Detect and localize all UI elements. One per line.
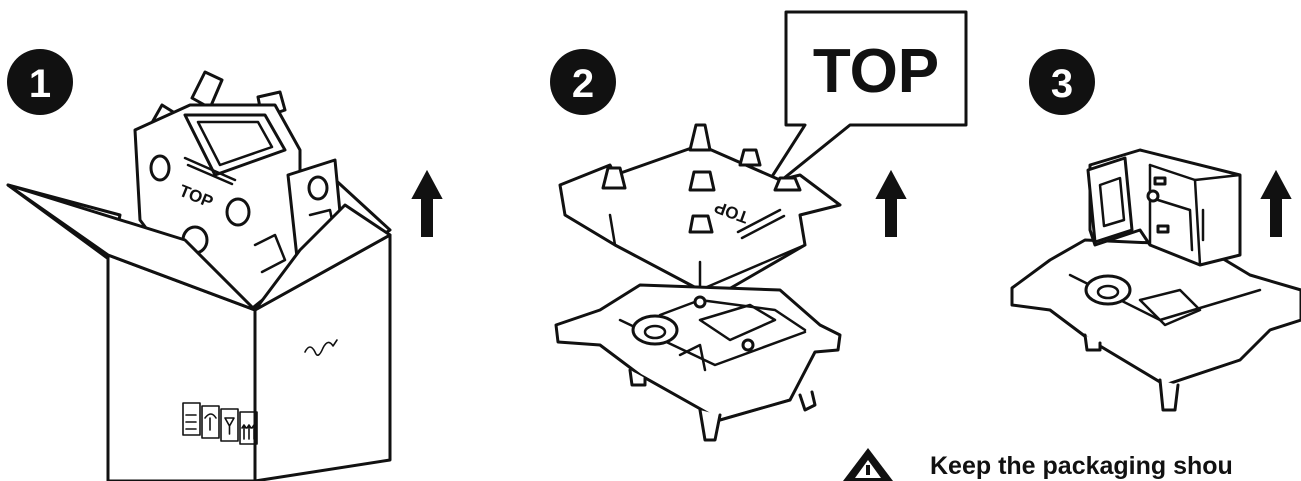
step-1: 1	[6, 49, 443, 481]
warning-text: Keep the packaging shou	[930, 452, 1233, 480]
warning-note: Keep the packaging shou	[843, 448, 1233, 481]
up-arrow-icon	[875, 169, 907, 237]
signature-mark-icon	[304, 339, 338, 356]
foam-base-with-device	[1010, 148, 1301, 412]
cardboard-box	[6, 183, 392, 481]
step-number-3: 3	[1051, 62, 1073, 106]
step-number-1: 1	[29, 62, 51, 106]
step-badge-1	[7, 49, 73, 115]
step-badge-3	[1029, 49, 1095, 115]
step-number-2: 2	[572, 62, 594, 106]
up-arrow-icon	[411, 169, 443, 237]
up-arrow-icon	[1260, 169, 1292, 237]
warning-triangle-icon	[843, 448, 893, 481]
bottom-foam-base	[554, 283, 842, 442]
top-callout: TOP	[755, 10, 968, 202]
shipping-symbols-icon	[182, 402, 258, 445]
step-2: 2 TOP TOP	[550, 10, 968, 442]
step-badge-2	[550, 49, 616, 115]
step-3: 3	[1010, 49, 1301, 412]
top-callout-label: TOP	[813, 37, 939, 106]
